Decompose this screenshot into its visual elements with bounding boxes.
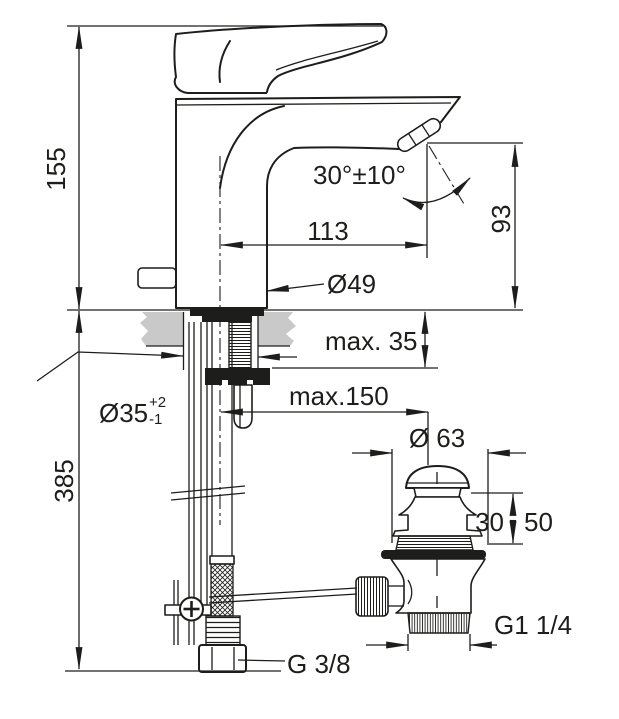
dimension-max-deck-35: max. 35 bbox=[272, 310, 438, 369]
drain-assembly bbox=[355, 465, 486, 634]
pop-up-knob bbox=[137, 267, 177, 289]
height-label: 155 bbox=[41, 147, 71, 190]
supply-connection-nut bbox=[198, 644, 247, 673]
drain-knurled-nut bbox=[355, 576, 389, 617]
dimension-drain-diameter-63: Ø 63 bbox=[352, 423, 526, 543]
drain-max-label: 50 bbox=[524, 507, 553, 537]
reach-label: 113 bbox=[307, 216, 348, 246]
max-reach-label: max.150 bbox=[289, 381, 389, 411]
mounting-nut bbox=[205, 368, 270, 385]
drain-thread-label: G1 1/4 bbox=[494, 610, 572, 640]
countertop bbox=[67, 309, 523, 370]
pop-up-linkage bbox=[164, 580, 358, 645]
dimension-depth-385: 385 bbox=[49, 309, 281, 672]
faucet bbox=[137, 23, 461, 525]
dimension-outlet-height-93: 93 bbox=[427, 142, 523, 310]
spout-top-edge-line bbox=[175, 102, 452, 106]
linkage-rod-bottom bbox=[208, 593, 358, 604]
body-diameter-label: Ø49 bbox=[327, 269, 376, 299]
base-gasket bbox=[190, 308, 264, 322]
outlet-height-label: 93 bbox=[486, 205, 516, 234]
dimension-body-diameter-49: Ø49 bbox=[265, 269, 376, 299]
handle-contour-curve bbox=[218, 40, 231, 83]
dimension-height-155: 155 bbox=[41, 25, 383, 311]
hose-nipple bbox=[233, 384, 253, 429]
drain-diameter-label: Ø 63 bbox=[409, 423, 465, 453]
dimension-supply-thread-g38: G 3/8 bbox=[237, 649, 351, 679]
phillips-screw-icon bbox=[183, 601, 200, 617]
handle-underside-line bbox=[275, 40, 379, 71]
hole-tolerance-minus: -1 bbox=[149, 411, 162, 428]
drain-outlet-thread bbox=[407, 612, 471, 634]
linkage-rod-top bbox=[208, 587, 358, 598]
drain-lower-body bbox=[390, 558, 486, 614]
faucet-body bbox=[175, 96, 461, 309]
angle-label: 30°±10° bbox=[313, 160, 406, 190]
pipe-break-marks bbox=[170, 485, 246, 501]
drain-upper-body bbox=[392, 496, 483, 537]
dimension-drain-thread-g114: G1 1/4 bbox=[366, 610, 572, 651]
countertop-right-slab bbox=[258, 312, 296, 346]
dimension-hole-diameter-35: Ø35 +2 -1 bbox=[36, 351, 297, 428]
drain-body-contour bbox=[407, 579, 413, 605]
threaded-shank bbox=[228, 321, 252, 369]
drain-top-thread bbox=[395, 535, 474, 551]
supply-hose-left bbox=[200, 322, 208, 612]
hole-diameter-label: Ø35 bbox=[99, 398, 148, 428]
drain-seal-ring bbox=[381, 550, 486, 559]
drain-min-label: 30 bbox=[475, 507, 504, 537]
dimension-drain-depth-30-50: 30 - 50 bbox=[471, 492, 553, 545]
faucet-handle bbox=[173, 23, 388, 94]
dimension-max-reach-150: max.150 bbox=[219, 381, 430, 465]
max-deck-label: max. 35 bbox=[325, 326, 418, 356]
supply-hoses-and-rod bbox=[170, 308, 270, 673]
hose-coupling bbox=[205, 615, 241, 646]
drain-range-separator: - bbox=[509, 504, 518, 534]
hose-collar bbox=[209, 555, 235, 565]
cap-stem bbox=[413, 487, 462, 498]
aerator bbox=[396, 117, 442, 153]
supply-thread-label: G 3/8 bbox=[287, 649, 351, 679]
countertop-left-slab bbox=[140, 312, 183, 346]
body-contour-curve bbox=[219, 105, 285, 189]
pop-up-rod bbox=[188, 322, 195, 645]
depth-label: 385 bbox=[49, 459, 79, 502]
hole-tolerance-plus: +2 bbox=[149, 394, 166, 411]
braided-hose bbox=[210, 563, 234, 617]
dimension-spray-angle: 30°±10° bbox=[313, 145, 471, 211]
